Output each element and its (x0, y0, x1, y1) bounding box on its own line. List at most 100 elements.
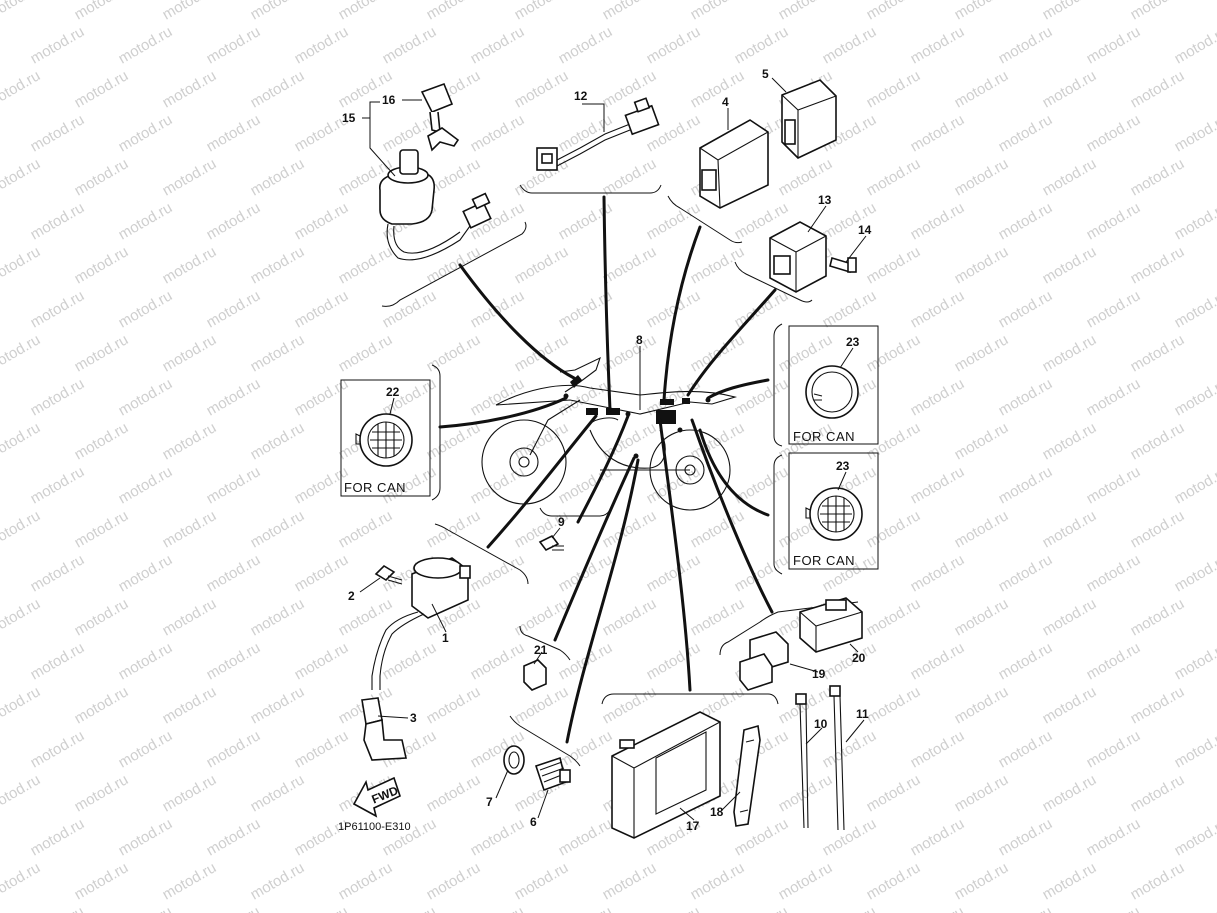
watermark-text: motod.ru (952, 67, 1012, 111)
watermark-text: motod.ru (292, 199, 352, 243)
watermark-text: motod.ru (204, 815, 264, 859)
watermark-text: motod.ru (1128, 243, 1188, 287)
watermark-text: motod.ru (1172, 463, 1217, 507)
watermark-text: motod.ru (512, 595, 572, 639)
watermark-text: motod.ru (116, 287, 176, 331)
callout-10: 10 (814, 717, 828, 731)
watermark-text: motod.ru (204, 639, 264, 683)
watermark-text: motod.ru (644, 23, 704, 67)
watermark-text: motod.ru (204, 199, 264, 243)
watermark-text: motod.ru (864, 507, 924, 551)
cable-tie-part-10 (795, 693, 809, 829)
watermark-text: motod.ru (424, 683, 484, 727)
watermark-text: motod.ru (644, 903, 704, 913)
watermark-text: motod.ru (1040, 0, 1100, 23)
watermark-text: motod.ru (468, 23, 528, 67)
watermark-text: motod.ru (908, 639, 968, 683)
watermark-text: motod.ru (28, 111, 88, 155)
watermark-text: motod.ru (820, 815, 880, 859)
watermark-text: motod.ru (864, 771, 924, 815)
watermark-text: motod.ru (1172, 23, 1217, 67)
callout-23-top: 23 (846, 335, 860, 349)
watermark-text: motod.ru (116, 815, 176, 859)
watermark-text: motod.ru (732, 903, 792, 913)
callout-11: 11 (856, 707, 869, 721)
watermark-text: motod.ru (1172, 111, 1217, 155)
watermark-text: motod.ru (380, 23, 440, 67)
watermark-text: motod.ru (72, 0, 132, 23)
watermark-text: motod.ru (996, 287, 1056, 331)
watermark-text: motod.ru (1084, 375, 1144, 419)
watermark-text: motod.ru (512, 683, 572, 727)
watermark-text: motod.ru (248, 507, 308, 551)
diagram-code: 1P61100-E310 (338, 821, 411, 833)
watermark-text: motod.ru (72, 331, 132, 375)
watermark-text: motod.ru (424, 243, 484, 287)
connector-part-21 (523, 659, 547, 691)
watermark-text: motod.ru (512, 67, 572, 111)
watermark-text: motod.ru (1084, 463, 1144, 507)
leader-lines (438, 195, 777, 744)
watermark-text: motod.ru (1128, 155, 1188, 199)
gasket-part-7 (503, 745, 525, 775)
watermark-text: motod.ru (468, 111, 528, 155)
watermark-text: motod.ru (1128, 507, 1188, 551)
watermark-text: motod.ru (1128, 419, 1188, 463)
watermark-text: motod.ru (1084, 111, 1144, 155)
callout-5: 5 (762, 67, 769, 81)
watermark-text: motod.ru (952, 595, 1012, 639)
watermark-text: motod.ru (1172, 551, 1217, 595)
watermark-text: motod.ru (204, 463, 264, 507)
watermark-text: motod.ru (28, 815, 88, 859)
watermark-text: motod.ru (908, 375, 968, 419)
watermark-text: motod.ru (952, 683, 1012, 727)
watermark-text: motod.ru (248, 67, 308, 111)
watermark-text: motod.ru (952, 243, 1012, 287)
watermark-text: motod.ru (160, 419, 220, 463)
watermark-text: motod.ru (996, 23, 1056, 67)
watermark-text: motod.ru (248, 771, 308, 815)
ignition-coil-part-1 (371, 557, 471, 690)
watermark-text: motod.ru (0, 859, 43, 903)
watermark-text: motod.ru (1128, 331, 1188, 375)
watermark-text: motod.ru (116, 23, 176, 67)
watermark-text: motod.ru (644, 639, 704, 683)
watermark-text: motod.ru (116, 903, 176, 913)
watermark-text: motod.ru (160, 331, 220, 375)
bolt-part-2 (374, 564, 403, 585)
watermark-text: motod.ru (600, 0, 660, 23)
watermark-text: motod.ru (688, 67, 748, 111)
watermark-text: motod.ru (908, 551, 968, 595)
watermark-text: motod.ru (248, 155, 308, 199)
callout-9: 9 (558, 515, 565, 529)
watermark-text: motod.ru (116, 199, 176, 243)
watermark-text: motod.ru (336, 507, 396, 551)
callout-22: 22 (386, 385, 400, 399)
watermark-text: motod.ru (292, 903, 352, 913)
watermark-text: motod.ru (160, 243, 220, 287)
watermark-text: motod.ru (72, 419, 132, 463)
watermark-text: motod.ru (1128, 0, 1188, 23)
watermark-text: motod.ru (248, 243, 308, 287)
group-brackets (340, 184, 879, 767)
watermark-text: motod.ru (864, 331, 924, 375)
watermark-text: motod.ru (908, 903, 968, 913)
watermark-text: motod.ru (908, 815, 968, 859)
watermark-text: motod.ru (72, 67, 132, 111)
watermark-text: motod.ru (600, 683, 660, 727)
watermark-text: motod.ru (28, 639, 88, 683)
watermark-text: motod.ru (28, 375, 88, 419)
cap-part-22 (355, 413, 413, 467)
watermark-text: motod.ru (908, 727, 968, 771)
watermark-text: motod.ru (996, 639, 1056, 683)
callout-ticks (359, 77, 867, 821)
screw-part-9 (538, 534, 564, 552)
watermark-text: motod.ru (28, 551, 88, 595)
callout-4: 4 (722, 95, 729, 109)
callout-15: 15 (342, 111, 356, 125)
watermark-text: motod.ru (292, 463, 352, 507)
watermark-text: motod.ru (1084, 639, 1144, 683)
watermark-text: motod.ru (908, 23, 968, 67)
watermark-text: motod.ru (116, 111, 176, 155)
